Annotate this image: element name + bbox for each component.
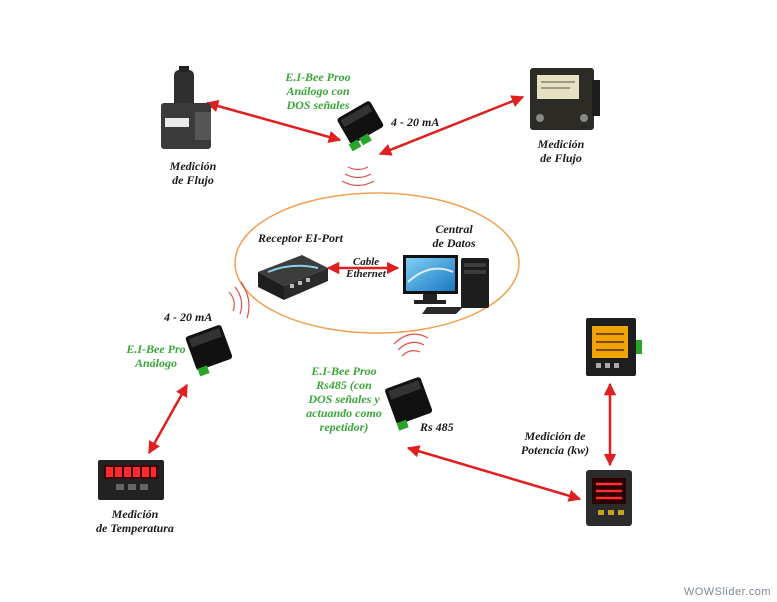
- network-ellipse: [234, 192, 520, 334]
- receptor-device: [258, 255, 328, 300]
- flow-left-line1: Medición: [169, 159, 217, 173]
- cable-line2: Ethernet: [346, 268, 386, 280]
- temperature-indicator-device: [98, 460, 164, 500]
- bee-mid-label: E.I-Bee Proo Rs485 (con DOS señales y ac…: [298, 364, 390, 434]
- arrow-flow-left-bee-top: [205, 99, 342, 144]
- temperatura-line2: de Temperatura: [96, 521, 174, 535]
- signal-left-label: 4 - 20 mA: [164, 310, 213, 324]
- power-meter-top-device: [586, 318, 642, 376]
- cable-line1: Cable: [352, 256, 380, 268]
- potencia-label: Medición de Potencia (kw): [516, 429, 594, 457]
- flow-left-line2: de Flujo: [172, 173, 214, 187]
- bee-left-label: E.I-Bee Pro Análogo: [124, 342, 188, 370]
- wireless-signal-left: [228, 281, 250, 319]
- flow-left-label: Medición de Flujo: [157, 159, 229, 187]
- flow-right-label: Medición de Flujo: [530, 137, 592, 165]
- bee-top-line3: DOS señales: [286, 98, 350, 112]
- wireless-signal-top: [341, 166, 375, 187]
- bee-top-line2: Análogo con: [286, 84, 350, 98]
- central-computer: [403, 255, 489, 314]
- bee-left-device: [185, 325, 233, 377]
- bee-top-label: E.I-Bee Proo Análogo con DOS señales: [276, 70, 360, 112]
- bee-left-line2: Análogo: [134, 356, 177, 370]
- flow-meter-left-device: [161, 66, 211, 149]
- watermark[interactable]: WOWSlider.com: [683, 586, 771, 598]
- arrow-bee-mid-potencia: [406, 445, 582, 502]
- central-label: Central de Datos: [424, 222, 484, 250]
- central-line1: Central: [435, 222, 473, 236]
- arrow-bee-top-flow-right: [378, 95, 525, 156]
- signal-top-label: 4 - 20 mA: [391, 115, 440, 129]
- cable-label: Cable Ethernet: [341, 256, 391, 280]
- flow-right-line2: de Flujo: [540, 151, 582, 165]
- potencia-line1: Medición de: [524, 429, 586, 443]
- bee-mid-line3: DOS señales y: [308, 392, 380, 406]
- bee-mid-device: [385, 377, 433, 431]
- potencia-line2: Potencia (kw): [520, 443, 590, 457]
- bee-mid-line5: repetidor): [319, 420, 369, 434]
- temperatura-label: Medición de Temperatura: [92, 507, 178, 535]
- power-meter-bottom-device: [586, 470, 632, 526]
- wireless-signal-mid: [393, 333, 429, 357]
- bee-mid-line2: Rs485 (con: [316, 378, 372, 392]
- receptor-label: Receptor EI-Port: [258, 231, 343, 245]
- link-arrows: [147, 95, 617, 502]
- flow-meter-right-device: [530, 68, 600, 130]
- arrow-bee-left-temperatura: [147, 383, 189, 455]
- bee-mid-line4: actuando como: [306, 406, 382, 420]
- temperatura-line1: Medición: [111, 507, 159, 521]
- central-line2: de Datos: [432, 236, 476, 250]
- bee-left-line1: E.I-Bee Pro: [126, 342, 186, 356]
- flow-right-line1: Medición: [537, 137, 585, 151]
- bee-mid-line1: E.I-Bee Proo: [311, 364, 377, 378]
- rs485-label: Rs 485: [420, 420, 454, 434]
- bee-top-line1: E.I-Bee Proo: [285, 70, 351, 84]
- bee-top-device: [337, 101, 384, 152]
